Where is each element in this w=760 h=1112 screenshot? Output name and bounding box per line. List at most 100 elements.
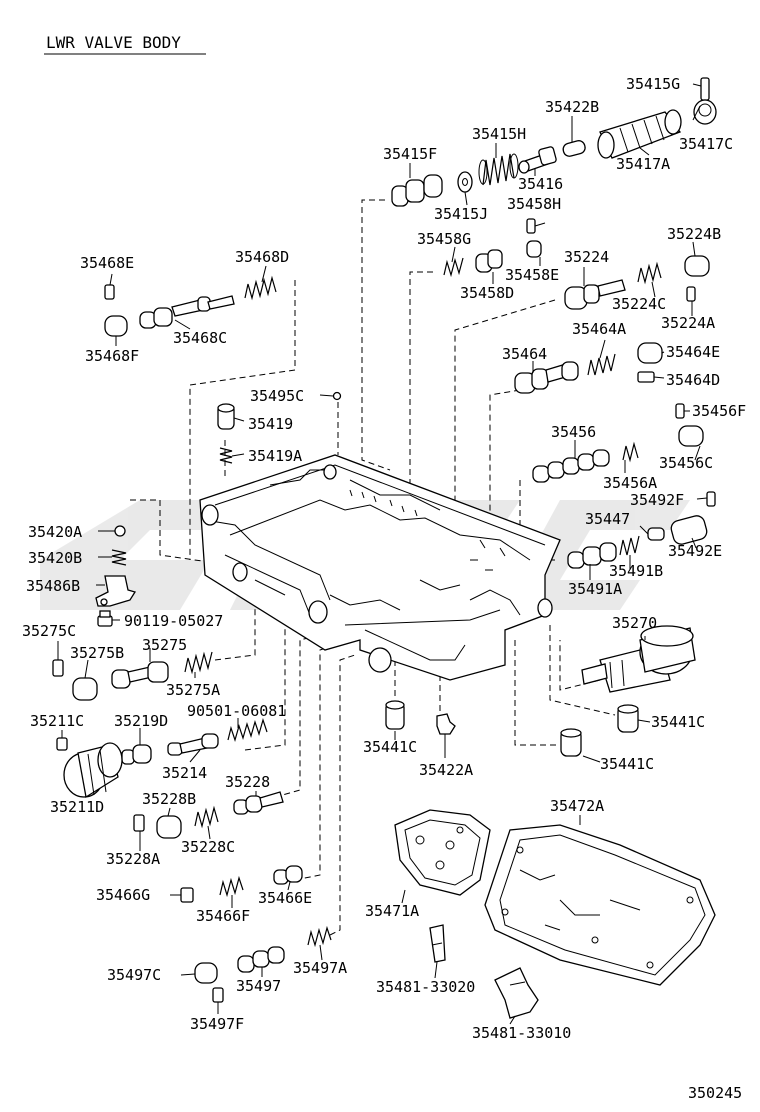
part-35224-valve — [564, 279, 626, 310]
part-35495C-ball — [332, 391, 342, 401]
label-35417A: 35417A — [616, 155, 670, 173]
label-35481-33010: 35481-33010 — [472, 1024, 571, 1042]
label-35419: 35419 — [248, 415, 293, 433]
label-35495C: 35495C — [250, 387, 304, 405]
part-35420A-ball — [114, 525, 126, 537]
part-35456C-plug — [678, 425, 704, 447]
label-35211C: 35211C — [30, 712, 84, 730]
part-35419A-spring — [219, 447, 233, 464]
part-35422A-clip — [436, 713, 456, 735]
label-35228: 35228 — [225, 773, 270, 791]
label-35441C-right: 35441C — [651, 713, 705, 731]
part-35219D-plug — [121, 744, 152, 765]
label-35441C-center: 35441C — [363, 738, 417, 756]
label-35468D: 35468D — [235, 248, 289, 266]
label-35466F: 35466F — [196, 907, 250, 925]
label-35491B: 35491B — [609, 562, 663, 580]
label-35228C: 35228C — [181, 838, 235, 856]
label-35458D: 35458D — [460, 284, 514, 302]
part-35422B-plug — [562, 140, 586, 157]
label-35224: 35224 — [564, 248, 609, 266]
part-35464D-pin — [637, 371, 655, 383]
part-35481-33010-bracket — [494, 967, 539, 1019]
part-35464-valve — [514, 361, 579, 394]
part-35472A-plate — [484, 824, 716, 986]
label-35211D: 35211D — [50, 798, 104, 816]
assembly-guide-lines — [130, 199, 616, 936]
label-35497A: 35497A — [293, 959, 347, 977]
part-35228C-spring — [194, 805, 219, 829]
label-35468C: 35468C — [173, 329, 227, 347]
part-35275-valve — [111, 661, 169, 689]
label-35456A: 35456A — [603, 474, 657, 492]
label-35420B: 35420B — [28, 549, 82, 567]
label-35275: 35275 — [142, 636, 187, 654]
label-35456C: 35456C — [659, 454, 713, 472]
label-35228B: 35228B — [142, 790, 196, 808]
label-35468F: 35468F — [85, 347, 139, 365]
label-35497F: 35497F — [190, 1015, 244, 1033]
part-35464E-plug — [637, 342, 663, 364]
part-35228-valve — [233, 791, 284, 815]
part-35497A-spring — [307, 925, 332, 948]
part-35468D-spring — [244, 275, 277, 301]
label-35464E: 35464E — [666, 343, 720, 361]
part-90119-05027-bolt — [97, 610, 113, 627]
label-35441C-lower: 35441C — [600, 755, 654, 773]
label-35492F: 35492F — [630, 491, 684, 509]
part-35224C-spring — [637, 261, 662, 285]
part-35492F-pin — [706, 491, 716, 507]
leader-lines — [57, 83, 708, 1025]
label-35464D: 35464D — [666, 371, 720, 389]
part-35497-valve — [237, 946, 285, 973]
label-35422B: 35422B — [545, 98, 599, 116]
part-35270-solenoid — [581, 625, 696, 693]
label-35416: 35416 — [518, 175, 563, 193]
label-35497C: 35497C — [107, 966, 161, 984]
label-35420A: 35420A — [28, 523, 82, 541]
label-90501-06081: 90501-06081 — [187, 702, 286, 720]
part-35211C-pin — [56, 737, 68, 751]
part-35415F-valve — [391, 174, 443, 207]
label-35417C: 35417C — [679, 135, 733, 153]
label-35228A: 35228A — [106, 850, 160, 868]
part-35441C-plug-center — [385, 700, 405, 730]
label-35481-33020: 35481-33020 — [376, 978, 475, 996]
label-35275C: 35275C — [22, 622, 76, 640]
part-35458G-spring — [443, 257, 464, 278]
part-labels: 35415G 35422B 35415H 35415F 35417C 35417… — [22, 75, 746, 1102]
label-35270: 35270 — [612, 614, 657, 632]
part-35275C-pin — [52, 659, 64, 677]
label-35415J: 35415J — [434, 205, 488, 223]
part-35492E-sleeve — [670, 515, 708, 545]
label-35456: 35456 — [551, 423, 596, 441]
label-35464A: 35464A — [572, 320, 626, 338]
part-35497C-plug — [194, 962, 218, 984]
part-35447-plug — [647, 527, 665, 541]
part-35275B-plug — [72, 677, 98, 701]
part-35456-valve — [532, 449, 610, 483]
label-35464: 35464 — [502, 345, 547, 363]
part-35228A-pin — [133, 814, 145, 832]
part-35468E-pin — [104, 284, 115, 300]
label-35458H: 35458H — [507, 195, 561, 213]
label-90119-05027: 90119-05027 — [124, 612, 223, 630]
diagram-title: LWR VALVE BODY — [46, 33, 181, 52]
part-35481-33020-bracket — [429, 924, 446, 963]
part-35466F-spring — [219, 875, 244, 898]
label-35214: 35214 — [162, 764, 207, 782]
label-35415F: 35415F — [383, 145, 437, 163]
part-35456A-spring — [622, 441, 639, 463]
label-35419A: 35419A — [248, 447, 302, 465]
label-35491A: 35491A — [568, 580, 622, 598]
label-35466E: 35466E — [258, 889, 312, 907]
part-35464A-spring — [587, 353, 616, 376]
valve-body-casting — [199, 454, 561, 681]
label-35447: 35447 — [585, 510, 630, 528]
label-35275B: 35275B — [70, 644, 124, 662]
part-35228B-plug — [156, 815, 182, 839]
part-35417A-sleeve — [597, 109, 682, 159]
label-35458G: 35458G — [417, 230, 471, 248]
